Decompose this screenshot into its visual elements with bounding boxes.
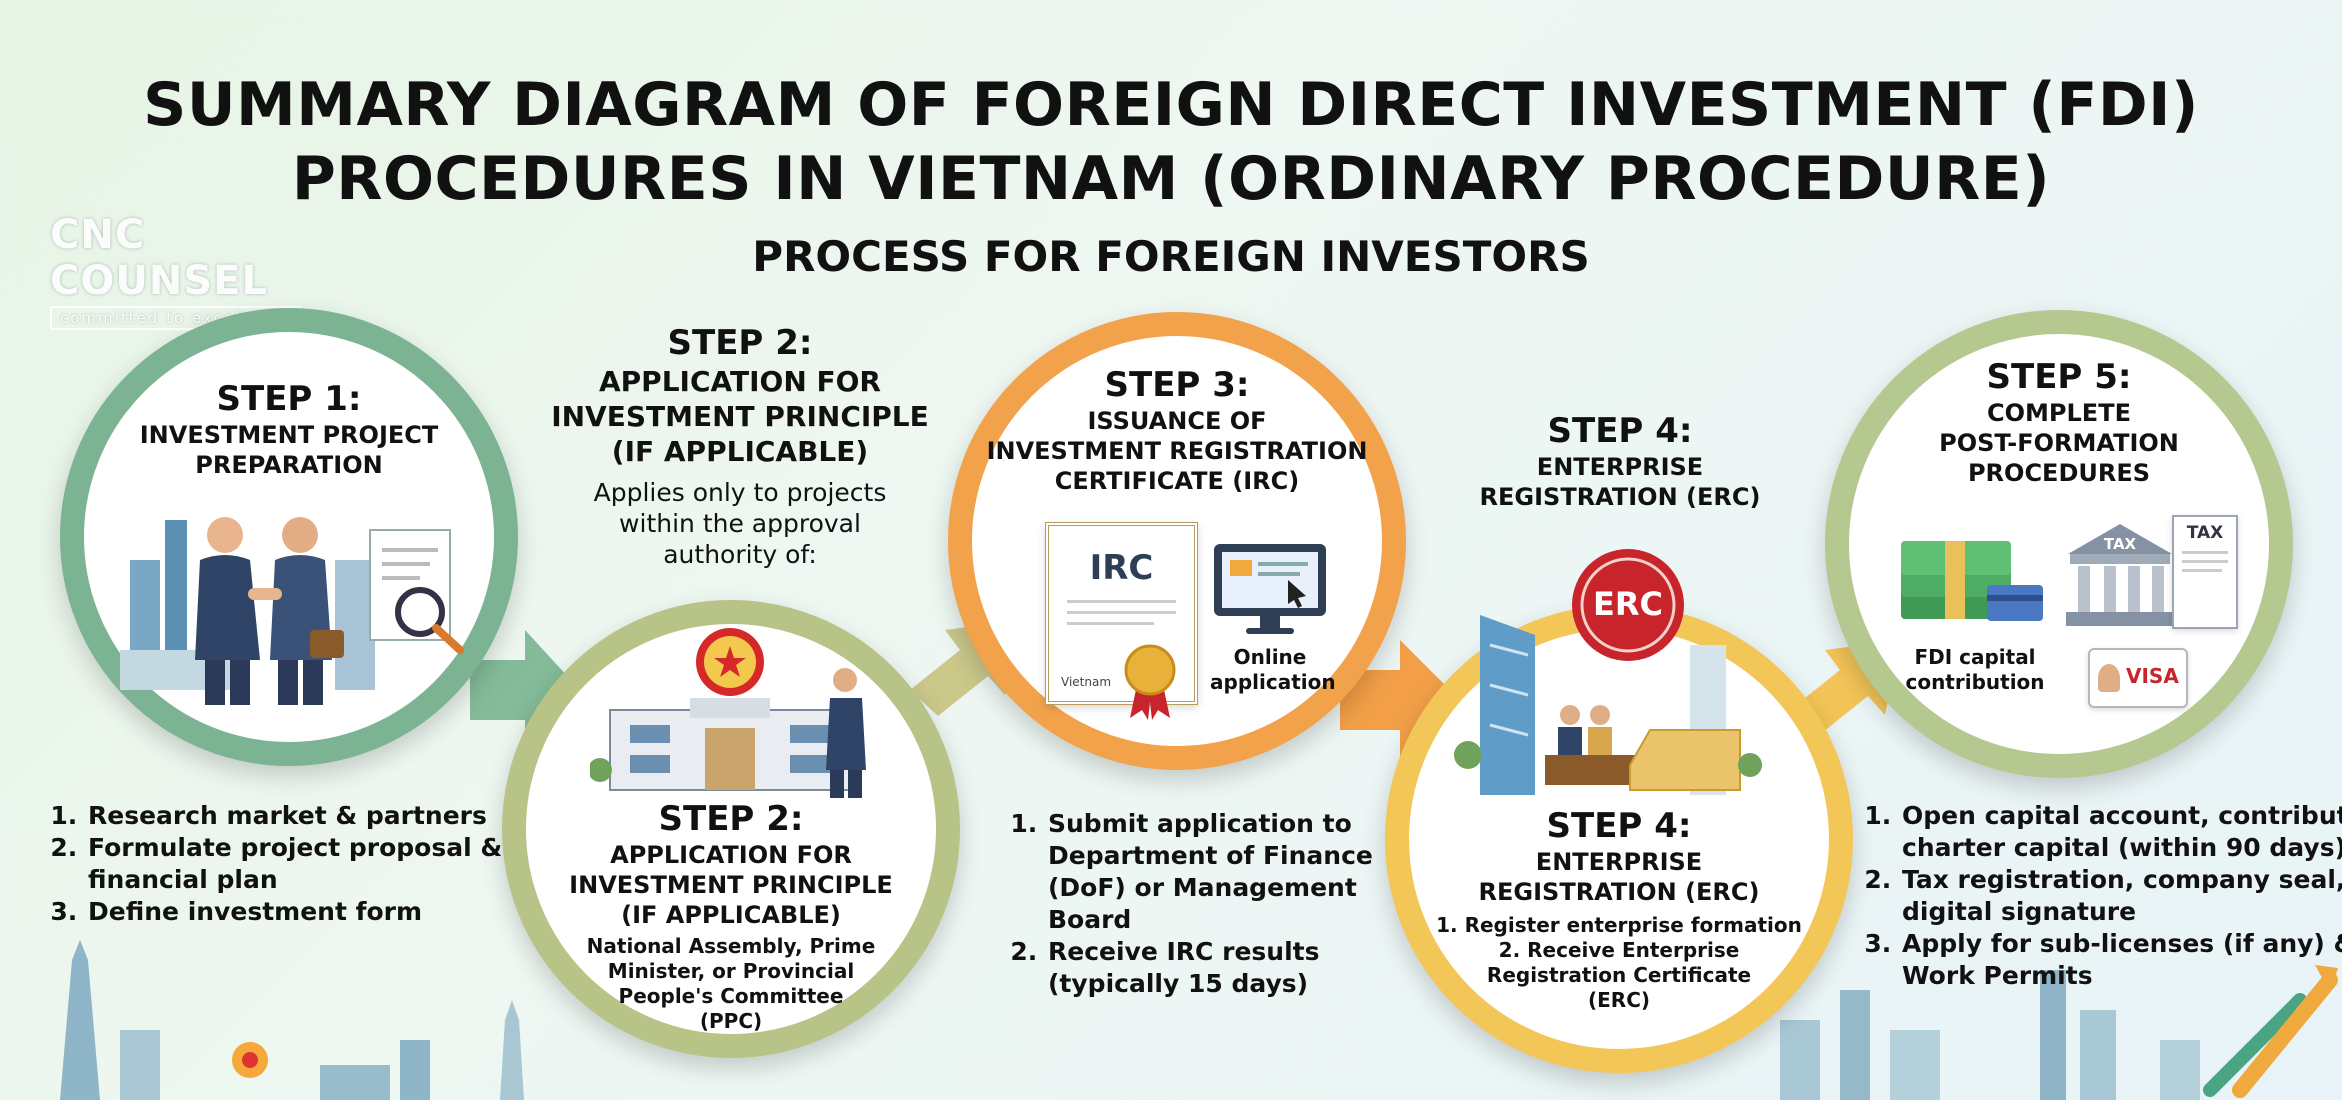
step2-top-heading: STEP 2: APPLICATION FOR INVESTMENT PRINC…	[540, 322, 940, 570]
step4-top-title-l1: ENTERPRISE	[1536, 453, 1704, 481]
money-stack-icon	[1901, 541, 2043, 621]
step4-item-1: 1. Register enterprise formation	[1436, 913, 1802, 937]
tax-office-building-icon	[2066, 524, 2174, 626]
step2-note-l1: Applies only to projects	[593, 478, 887, 507]
step3-item-2: Receive IRC results (typically 15 days)	[1046, 936, 1426, 1000]
step2-top-title-l3: (IF APPLICABLE)	[611, 435, 869, 468]
step1-title-l2: PREPARATION	[195, 451, 383, 479]
irc-certificate-footer: Vietnam	[1061, 675, 1112, 689]
step5-label: STEP 5:	[1986, 357, 2132, 397]
step1-title-l1: INVESTMENT PROJECT	[139, 421, 439, 449]
step4-item-2-l3: (ERC)	[1587, 988, 1651, 1012]
step3-title-l3: CERTIFICATE (IRC)	[1054, 467, 1300, 495]
page-subtitle: PROCESS FOR FOREIGN INVESTORS	[752, 232, 1590, 281]
step2-detail-l4: (PPC)	[699, 1009, 763, 1033]
step3-list: Submit application to Department of Fina…	[1012, 808, 1426, 1000]
visa-card-label: VISA	[2126, 664, 2179, 688]
step2-top-title-l1: APPLICATION FOR	[598, 365, 881, 398]
title-line-1: SUMMARY DIAGRAM OF FOREIGN DIRECT INVEST…	[143, 70, 2199, 140]
step4-circle-label: STEP 4:	[1546, 806, 1692, 846]
step2-note-l2: within the approval	[619, 509, 861, 538]
city-skyline-right	[1780, 965, 2338, 1100]
step1-label: STEP 1:	[216, 379, 362, 419]
step1-item-1: Research market & partners	[86, 800, 536, 832]
online-label-l2: application	[1210, 670, 1336, 694]
step5-list: Open capital account, contribute charter…	[1866, 800, 2342, 992]
step4-top-heading: STEP 4: ENTERPRISE REGISTRATION (ERC)	[1420, 410, 1820, 512]
step3-title-l2: INVESTMENT REGISTRATION	[986, 437, 1368, 465]
step2-detail-l3: People's Committee	[618, 984, 844, 1008]
irc-certificate-label: IRC	[1089, 548, 1154, 588]
step4-top-title-l2: REGISTRATION (ERC)	[1479, 483, 1761, 511]
step4-circle-title-l2: REGISTRATION (ERC)	[1478, 878, 1760, 906]
step2-top-title-l2: INVESTMENT PRINCIPLE	[551, 400, 929, 433]
step3-label: STEP 3:	[1104, 365, 1250, 405]
step4-top-label: STEP 4:	[1547, 411, 1693, 451]
step5-item-1: Open capital account, contribute charter…	[1900, 800, 2342, 864]
step5-heading: STEP 5: COMPLETE POST-FORMATION PROCEDUR…	[1849, 356, 2269, 488]
visa-card: VISA	[2088, 648, 2188, 708]
tax-document-label: TAX	[2186, 523, 2224, 543]
step2-note-l3: authority of:	[663, 540, 817, 569]
government-building-illustration	[590, 628, 866, 798]
step4-circle-heading: STEP 4: ENTERPRISE REGISTRATION (ERC) 1.…	[1409, 805, 1829, 1013]
step2-detail-l2: Minister, or Provincial	[607, 959, 855, 983]
step5-title-l3: PROCEDURES	[1967, 459, 2151, 487]
step2-circle-title-l3: (IF APPLICABLE)	[621, 901, 841, 929]
erc-badge-icon	[1572, 549, 1684, 661]
online-application-label: Online application	[1210, 645, 1336, 695]
step2-circle-label: STEP 2:	[658, 799, 804, 839]
office-building-illustration	[1454, 615, 1762, 795]
erc-badge-label: ERC	[1593, 585, 1663, 623]
step3-item-1: Submit application to Department of Fina…	[1046, 808, 1426, 936]
fdi-capital-label: FDI capital contribution	[1900, 645, 2050, 695]
capital-label-l1: FDI capital	[1914, 645, 2036, 669]
logo-name: CNC COUNSEL	[50, 212, 268, 304]
step5-title-l1: COMPLETE	[1987, 399, 2131, 427]
step1-item-3: Define investment form	[86, 896, 536, 928]
step5-item-3: Apply for sub-licenses (if any) & Work P…	[1900, 928, 2342, 992]
step3-title-l1: ISSUANCE OF	[1087, 407, 1267, 435]
title-line-2: PROCEDURES IN VIETNAM (ORDINARY PROCEDUR…	[291, 144, 2051, 214]
step3-heading: STEP 3: ISSUANCE OF INVESTMENT REGISTRAT…	[972, 364, 1382, 496]
step2-detail-l1: National Assembly, Prime	[586, 934, 876, 958]
step2-circle-heading: STEP 2: APPLICATION FOR INVESTMENT PRINC…	[526, 798, 936, 1034]
step5-item-2: Tax registration, company seal, digital …	[1900, 864, 2342, 928]
step5-title-l2: POST-FORMATION	[1939, 429, 2179, 457]
watermark-logo: CNC COUNSEL committed to excellence	[50, 212, 350, 330]
computer-monitor-icon	[1214, 544, 1326, 634]
tax-building-label: TAX	[2103, 535, 2137, 553]
step4-item-2-l2: Registration Certificate	[1486, 963, 1752, 987]
step1-heading: STEP 1: INVESTMENT PROJECT PREPARATION	[84, 378, 494, 480]
step4-circle-title-l1: ENTERPRISE	[1535, 848, 1703, 876]
step1-list: Research market & partners Formulate pro…	[52, 800, 536, 928]
ribbon-seal-icon	[1124, 644, 1176, 720]
step1-item-2: Formulate project proposal & financial p…	[86, 832, 536, 896]
step2-circle-title-l1: APPLICATION FOR	[610, 841, 852, 869]
tax-document: TAX	[2172, 515, 2238, 629]
step2-top-label: STEP 2:	[667, 323, 813, 363]
city-skyline-left	[60, 940, 524, 1100]
step4-item-2-l1: 2. Receive Enterprise	[1498, 938, 1740, 962]
online-label-l1: Online	[1233, 645, 1307, 669]
page-title: SUMMARY DIAGRAM OF FOREIGN DIRECT INVEST…	[0, 68, 2342, 216]
handshake-illustration	[120, 517, 464, 705]
capital-label-l2: contribution	[1905, 670, 2045, 694]
step2-circle-title-l2: INVESTMENT PRINCIPLE	[569, 871, 893, 899]
